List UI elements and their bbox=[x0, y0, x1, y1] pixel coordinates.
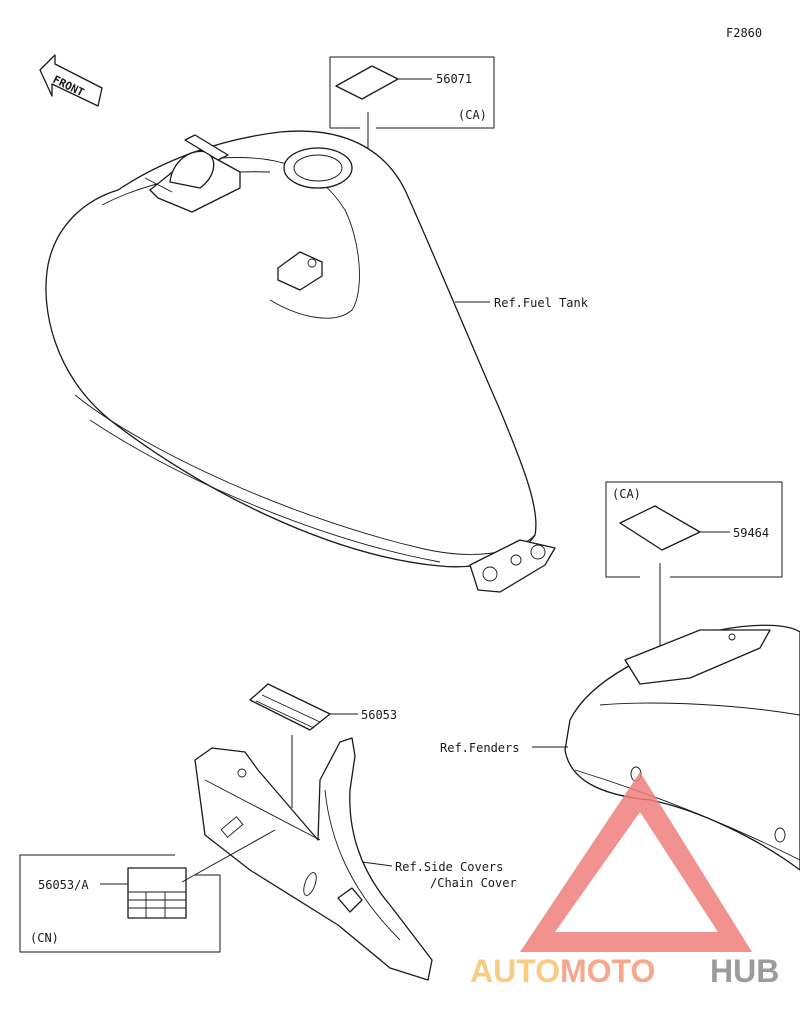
ref-fuel-tank: Ref.Fuel Tank bbox=[494, 296, 589, 310]
watermark-auto: AUTO bbox=[470, 953, 560, 989]
fuel-tank bbox=[45, 130, 556, 593]
watermark-hub: HUB bbox=[710, 953, 779, 989]
watermark-triangle-icon bbox=[520, 772, 752, 952]
label-59464-icon bbox=[619, 505, 701, 551]
part-number-56053: 56053 bbox=[361, 708, 397, 722]
watermark-moto: MOTO bbox=[560, 953, 655, 989]
ref-side-covers-line1: Ref.Side Covers bbox=[395, 860, 503, 874]
front-arrow-icon: FRONT bbox=[39, 54, 103, 107]
callout-56053a: 56053/A (CN) bbox=[19, 829, 276, 953]
ref-fenders: Ref.Fenders bbox=[440, 741, 519, 755]
label-56053a-icon bbox=[127, 867, 187, 919]
autmotohub-watermark: AUTO MOTO HUB bbox=[470, 772, 779, 989]
callout-59464: 59464 (CA) bbox=[605, 481, 783, 650]
ref-side-covers-line2: /Chain Cover bbox=[430, 876, 517, 890]
part-number-56071: 56071 bbox=[436, 72, 472, 86]
region-ca-right: (CA) bbox=[612, 487, 641, 501]
region-cn: (CN) bbox=[30, 931, 59, 945]
callout-56053: 56053 bbox=[249, 683, 397, 808]
rear-fender bbox=[564, 624, 800, 871]
figure-code: F2860 bbox=[726, 26, 762, 40]
label-56071-icon bbox=[335, 65, 399, 100]
part-number-56053a: 56053/A bbox=[38, 878, 89, 892]
side-cover-chain-cover bbox=[194, 737, 433, 981]
part-number-59464: 59464 bbox=[733, 526, 769, 540]
label-56053-icon bbox=[249, 683, 331, 731]
callout-56071: 56071 (CA) bbox=[329, 56, 495, 208]
region-ca-top: (CA) bbox=[458, 108, 487, 122]
